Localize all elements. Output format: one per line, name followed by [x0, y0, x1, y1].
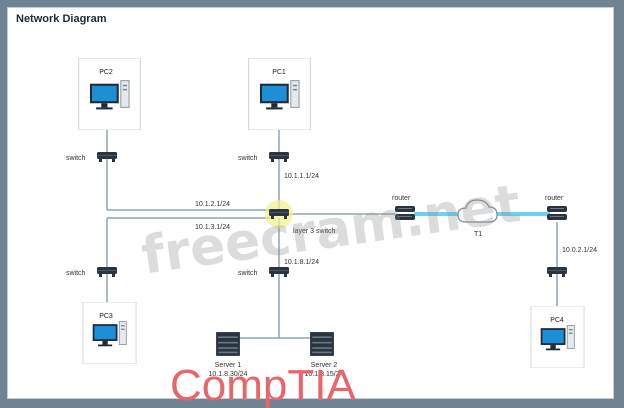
ip-pc2-link: 10.1.2.1/24 [195, 201, 230, 208]
cloud-label: T1 [474, 231, 482, 238]
server2-ip: 10.1.8.15/24 [305, 371, 344, 378]
ip-server-link: 10.1.8.1/24 [284, 259, 319, 266]
pc4-icon[interactable] [530, 306, 585, 368]
ip-pc1-link: 10.1.1.1/24 [284, 173, 319, 180]
ip-pc4-link: 10.0.2.1/24 [562, 247, 597, 254]
router-left-label: router [392, 195, 411, 202]
pc4-label: PC4 [550, 317, 564, 324]
switch-server-label: switch [238, 270, 258, 277]
pc3-label: PC3 [99, 313, 113, 320]
router-right-label: router [545, 195, 564, 202]
pc2-label: PC2 [99, 69, 113, 76]
server1-icon[interactable] [216, 332, 240, 356]
layer3-switch-label: layer 3 switch [293, 228, 336, 235]
pc1-label: PC1 [272, 69, 286, 76]
server2-icon[interactable] [310, 332, 334, 356]
watermark: freecram.net [138, 174, 524, 287]
diagram-title: Network Diagram [16, 13, 107, 25]
brand-logo: CompTIA [170, 361, 356, 408]
server1-ip: 10.1.8.30/24 [209, 371, 248, 378]
switch-pc1-label: switch [238, 155, 258, 162]
ip-pc3-link: 10.1.3.1/24 [195, 224, 230, 231]
switch-pc3-label: switch [66, 270, 86, 277]
server1-name: Server 1 [215, 362, 242, 369]
pc3-icon[interactable] [82, 302, 137, 364]
cloud-icon[interactable] [457, 199, 498, 223]
server2-name: Server 2 [311, 362, 338, 369]
switch-pc2-label: switch [66, 155, 86, 162]
